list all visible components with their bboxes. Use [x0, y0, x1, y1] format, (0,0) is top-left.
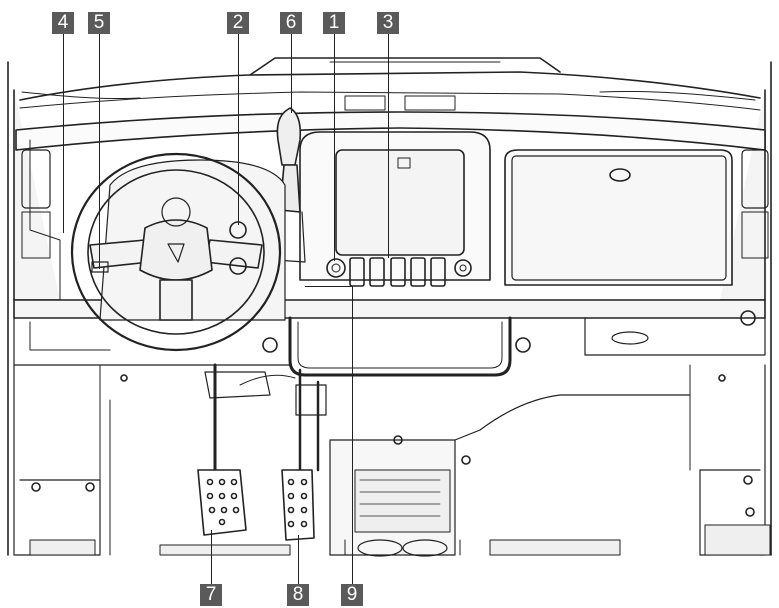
- callout-3: 3: [377, 12, 399, 34]
- cup-holders: [357, 539, 448, 557]
- steering-wheel: [70, 152, 286, 352]
- callout-8: 8: [287, 584, 309, 606]
- leader-line-1: [334, 33, 335, 261]
- leader-line-2: [238, 33, 239, 225]
- callout-7: 7: [200, 584, 222, 606]
- leader-line-8: [298, 535, 299, 584]
- callout-9: 9: [341, 584, 363, 606]
- callout-1: 1: [323, 12, 345, 34]
- callout-2: 2: [227, 12, 249, 34]
- center-console: [299, 131, 491, 287]
- roof-panel: [19, 57, 761, 111]
- leader-line-9-horizontal: [305, 286, 352, 287]
- leader-line-7: [211, 530, 212, 584]
- leader-line-3: [388, 33, 389, 258]
- dashboard-upper: [15, 95, 769, 301]
- leader-line-9: [352, 286, 353, 584]
- callout-4: 4: [52, 12, 74, 34]
- glove-box: [504, 149, 733, 286]
- leader-line-6: [291, 33, 292, 113]
- callout-5: 5: [88, 12, 110, 34]
- pedals: [197, 363, 327, 541]
- leader-line-4: [63, 33, 64, 233]
- leader-line-5: [99, 33, 100, 269]
- callout-6: 6: [280, 12, 302, 34]
- floor-area: [13, 364, 771, 556]
